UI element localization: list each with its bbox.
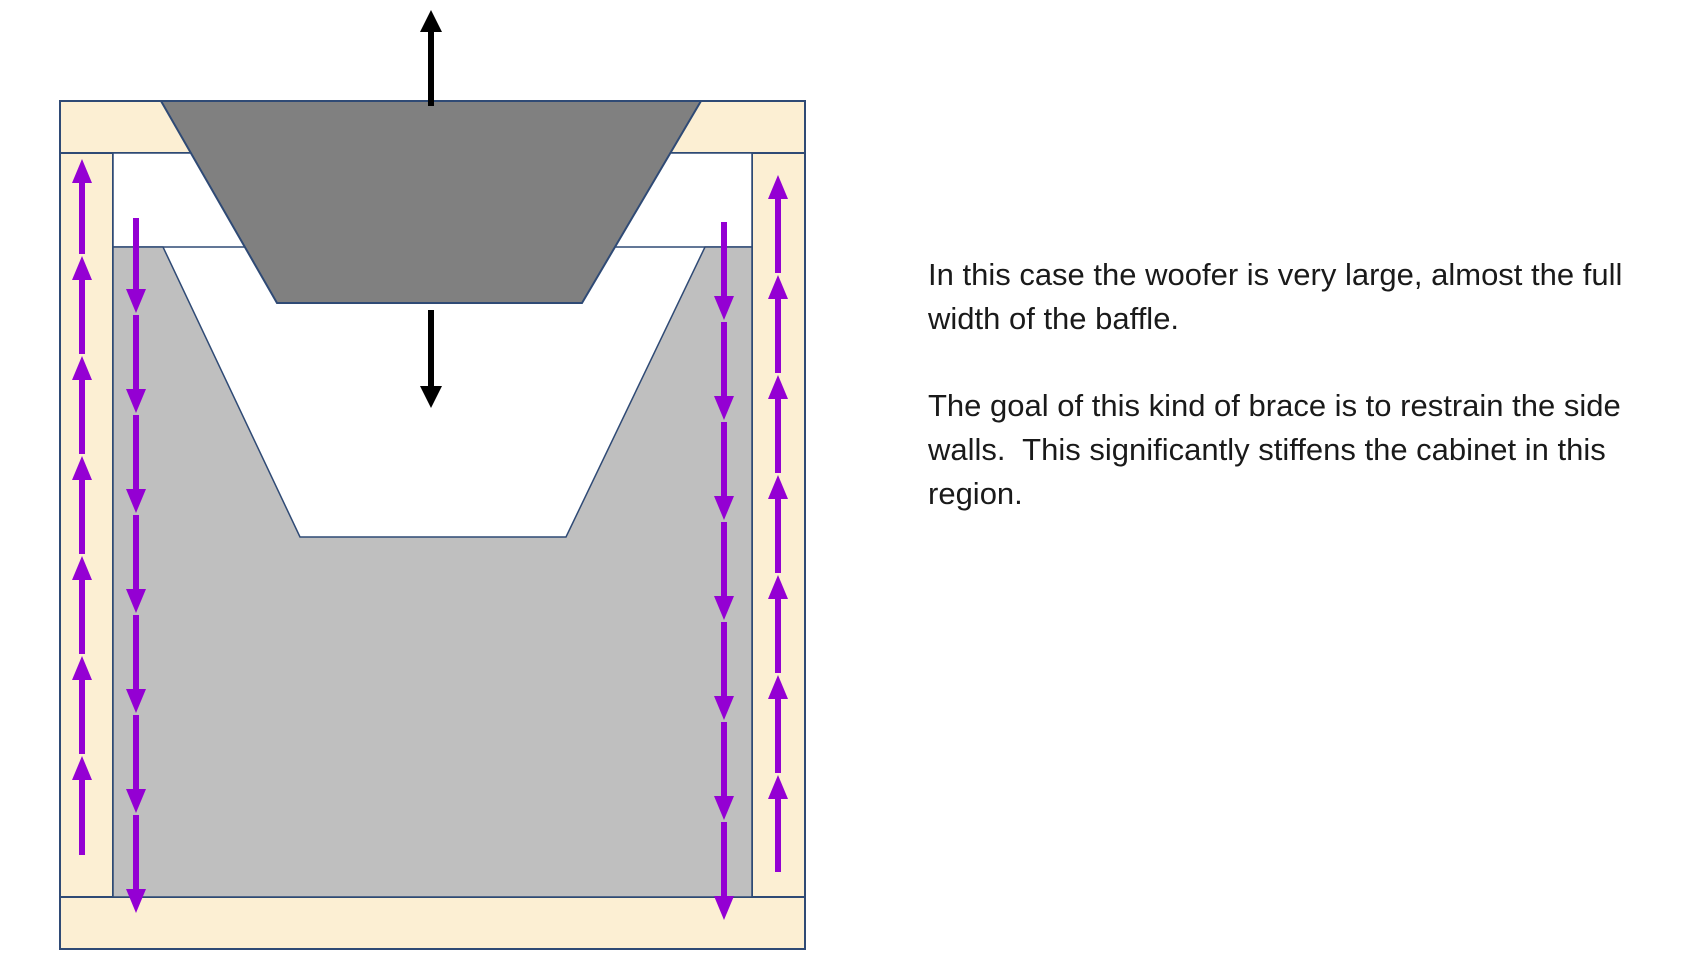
right-brace-down-arrow-head xyxy=(714,496,734,520)
woofer-outward-arrow-head xyxy=(420,10,442,32)
right-brace-down-arrow-head xyxy=(714,796,734,820)
explanation-paragraph-2: The goal of this kind of brace is to res… xyxy=(928,388,1621,511)
right-brace-down-arrow-head xyxy=(714,396,734,420)
left-brace-down-arrow-head xyxy=(126,689,146,713)
left-wall-up-arrow-head xyxy=(72,159,92,183)
left-wall-up-arrow-head xyxy=(72,756,92,780)
right-brace-down-arrow-head xyxy=(714,596,734,620)
left-brace-down-arrow-head xyxy=(126,389,146,413)
woofer-motion-arrows xyxy=(420,10,442,408)
left-brace-down-arrow-head xyxy=(126,589,146,613)
left-brace-down-arrow-head xyxy=(126,289,146,313)
force-arrows xyxy=(72,159,788,920)
left-wall-up-arrow-head xyxy=(72,456,92,480)
left-side-wall xyxy=(59,152,114,898)
left-wall-up-arrow-head xyxy=(72,556,92,580)
right-wall-up-arrow-head xyxy=(768,275,788,299)
brace-with-cutout xyxy=(112,246,753,898)
right-brace-down-arrow-head xyxy=(714,896,734,920)
right-wall-up-arrow-head xyxy=(768,475,788,499)
left-wall-up-arrow-head xyxy=(72,256,92,280)
right-wall-up-arrow-head xyxy=(768,575,788,599)
right-brace-down-arrow-head xyxy=(714,296,734,320)
left-brace-down-arrow-head xyxy=(126,889,146,913)
left-wall-up-arrow-head xyxy=(72,356,92,380)
right-wall-up-arrow-head xyxy=(768,175,788,199)
explanation-paragraph-1: In this case the woofer is very large, a… xyxy=(928,257,1623,336)
back-panel xyxy=(59,896,806,950)
right-wall-up-arrow-head xyxy=(768,775,788,799)
cabinet-cross-section-diagram xyxy=(59,10,806,950)
right-brace-down-arrow-head xyxy=(714,696,734,720)
left-wall-up-arrow-head xyxy=(72,656,92,680)
right-wall-up-arrow-head xyxy=(768,375,788,399)
right-wall-up-arrow-head xyxy=(768,675,788,699)
explanation-text: In this case the woofer is very large, a… xyxy=(928,253,1688,559)
woofer-inward-arrow-head xyxy=(420,386,442,408)
left-brace-down-arrow-head xyxy=(126,489,146,513)
woofer-cone xyxy=(159,100,703,304)
left-brace-down-arrow-head xyxy=(126,789,146,813)
